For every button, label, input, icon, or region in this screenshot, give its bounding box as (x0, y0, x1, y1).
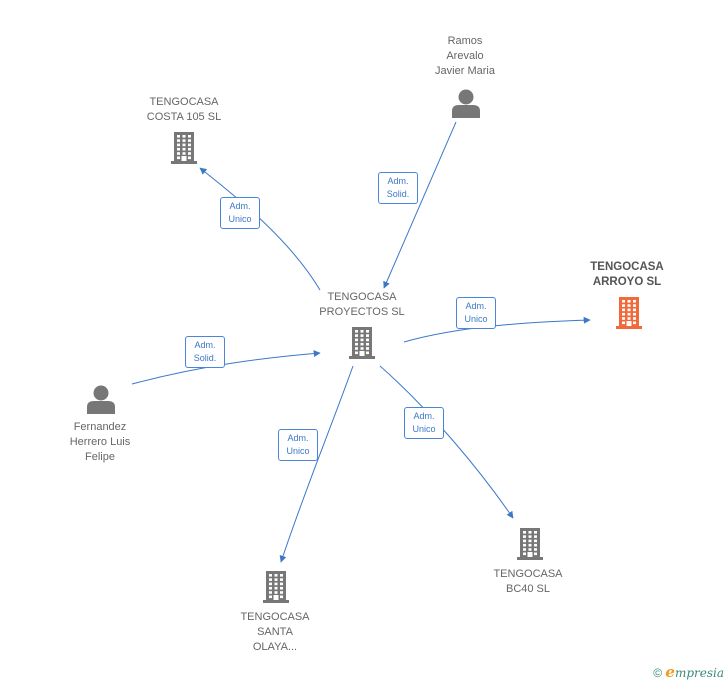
edge-line-ramos-center (383, 121, 457, 289)
copyright-symbol: © (653, 666, 663, 680)
building-icon-arroyo[interactable] (616, 297, 642, 329)
building-icon-bc40[interactable] (517, 528, 543, 560)
edge-label-center-arroyo[interactable]: Adm. Unico (456, 297, 496, 329)
edge-line-center-bc40 (379, 365, 514, 519)
edge-line-center-arroyo (403, 316, 591, 343)
edge-label-fernandez-center[interactable]: Adm. Solid. (185, 336, 225, 368)
node-label-arroyo[interactable]: TENGOCASA ARROYO SL (590, 261, 664, 288)
person-icon-ramos[interactable] (452, 89, 480, 119)
edge-label-center-santa[interactable]: Adm. Unico (278, 429, 318, 461)
edge-label-ramos-center[interactable]: Adm. Solid. (378, 172, 418, 204)
node-label-fernandez[interactable]: Fernandez Herrero Luis Felipe (69, 421, 131, 463)
edge-line-fernandez-center (131, 350, 321, 385)
person-icon-fernandez[interactable] (87, 385, 115, 415)
node-label-costa[interactable]: TENGOCASA COSTA 105 SL (146, 96, 222, 123)
building-icon-costa[interactable] (171, 132, 197, 164)
building-icon-center[interactable] (349, 327, 375, 359)
node-label-ramos[interactable]: Ramos Arevalo Javier Maria (435, 35, 495, 77)
building-icon-santa[interactable] (263, 571, 289, 603)
brand-logo[interactable]: empresia (665, 663, 724, 681)
edge-label-center-costa[interactable]: Adm. Unico (220, 197, 260, 229)
footer-brand: © empresia (653, 663, 724, 681)
node-label-santa[interactable]: TENGOCASA SANTA OLAYA... (240, 611, 310, 653)
edge-line-center-santa (279, 365, 354, 563)
node-label-bc40[interactable]: TENGOCASA BC40 SL (493, 568, 563, 595)
edge-label-center-bc40[interactable]: Adm. Unico (404, 407, 444, 439)
edge-line-center-costa (199, 167, 321, 291)
node-label-center[interactable]: TENGOCASA PROYECTOS SL (319, 291, 405, 318)
